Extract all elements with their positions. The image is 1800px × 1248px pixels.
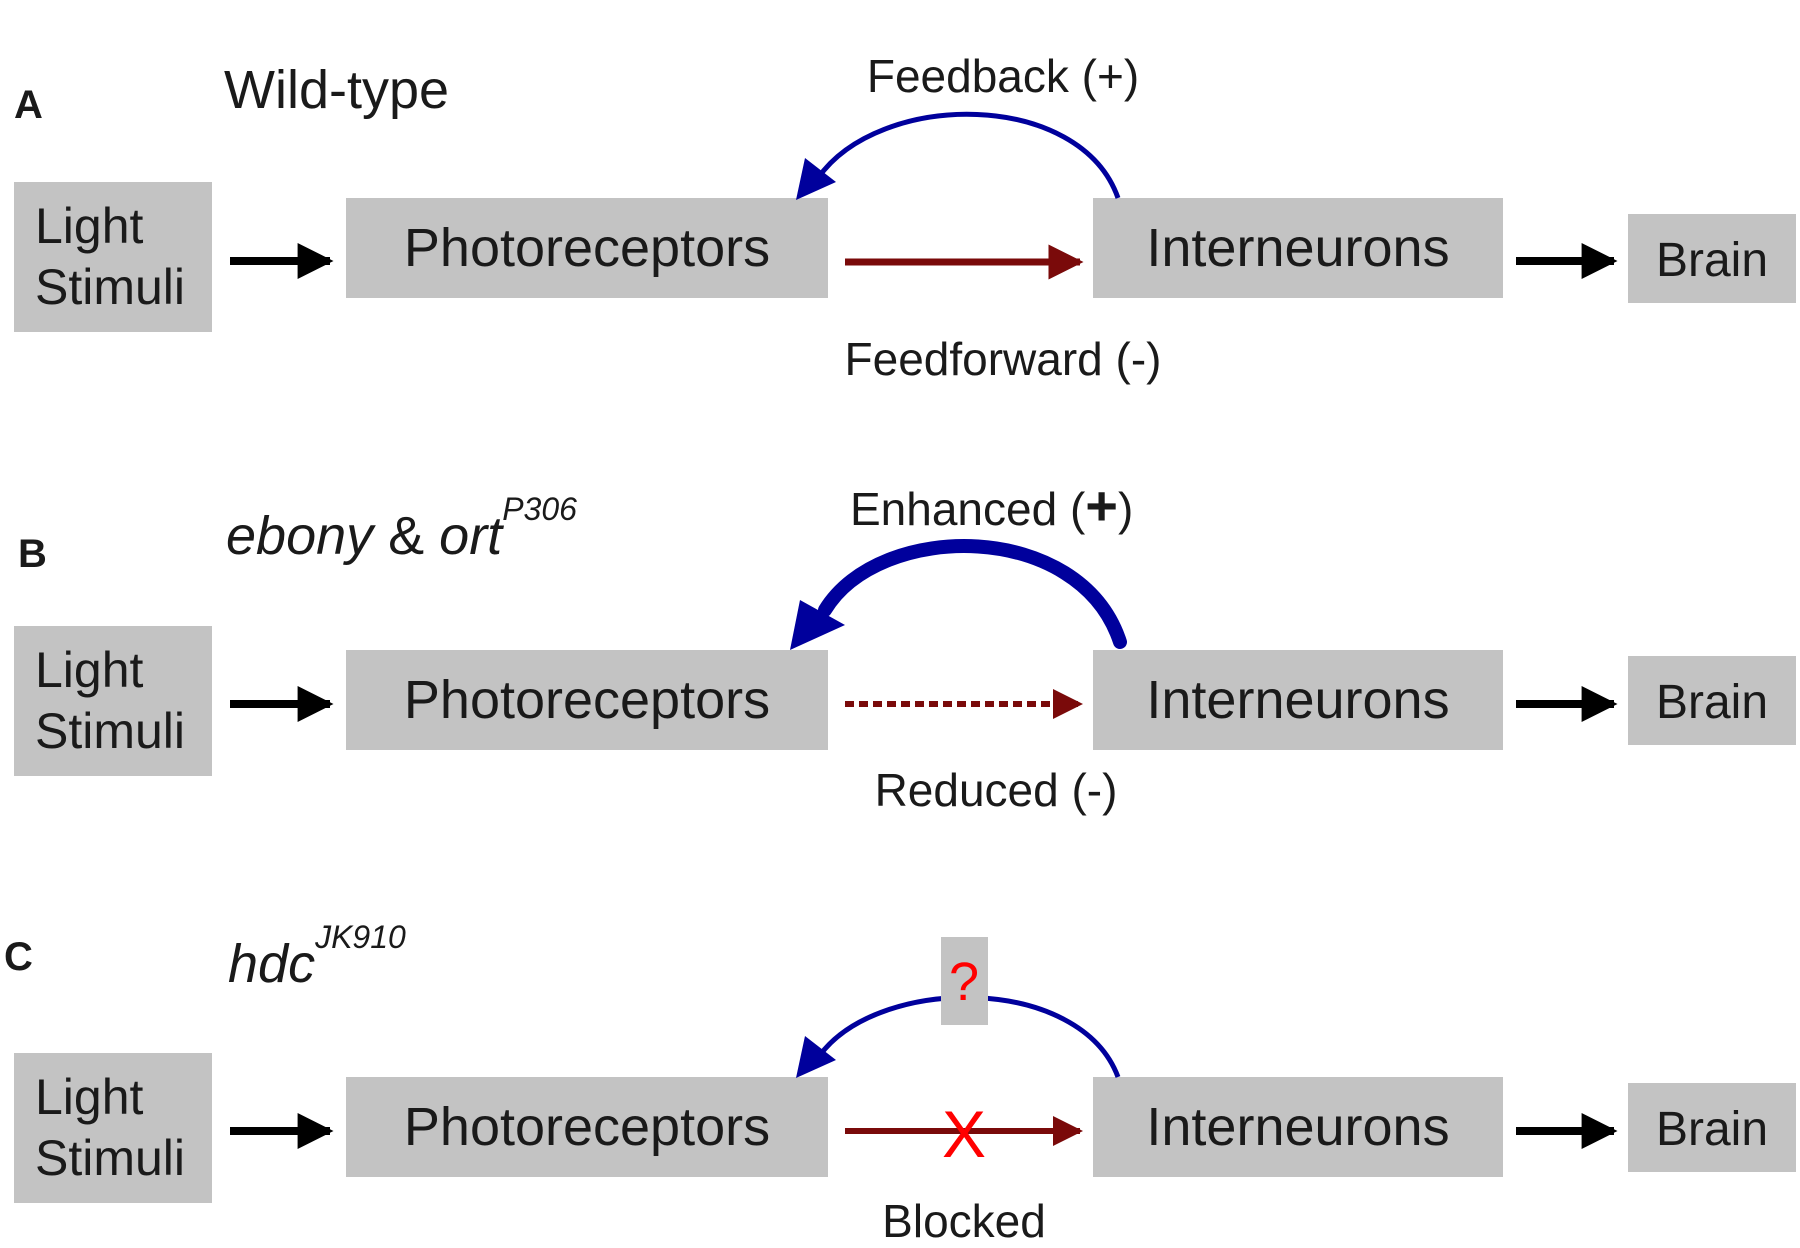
enhanced-feedback-arc — [818, 539, 1127, 649]
brain-label: Brain — [1656, 676, 1768, 729]
enhanced-label-close: ) — [1118, 483, 1133, 535]
question-mark: ? — [949, 952, 979, 1012]
enhanced-label-text: Enhanced ( — [850, 483, 1086, 535]
light-label-line1: Light — [35, 642, 144, 698]
enhanced-label: Enhanced (+) — [850, 474, 1133, 537]
feedback-arrowhead — [796, 158, 836, 200]
photoreceptors-label: Photoreceptors — [404, 670, 770, 730]
brain-box — [1628, 1083, 1796, 1172]
photoreceptors-box — [346, 650, 828, 750]
panel-b-title-sup: P306 — [502, 491, 577, 527]
light-stimuli-box — [14, 182, 212, 332]
feedback-arc — [815, 111, 1121, 199]
light-stimuli-box — [14, 1053, 212, 1203]
panel-letter-c: C — [4, 935, 33, 979]
panel-a: A Wild-type Light Stimuli Photoreceptors… — [14, 50, 1796, 385]
interneurons-label: Interneurons — [1146, 670, 1449, 730]
question-box — [941, 937, 988, 1025]
panel-c-title-hdc: hdc — [228, 934, 315, 994]
reduced-label: Reduced (-) — [875, 764, 1118, 816]
light-label-line1: Light — [35, 198, 144, 254]
light-label-line2: Stimuli — [35, 259, 185, 315]
panel-c-title: hdcJK910 — [228, 919, 406, 994]
photoreceptors-label: Photoreceptors — [404, 218, 770, 278]
interneurons-label: Interneurons — [1146, 218, 1449, 278]
photoreceptors-box — [346, 198, 828, 298]
feedforward-label: Feedforward (-) — [845, 333, 1162, 385]
panel-b-title-ebony: ebony — [226, 506, 376, 566]
panel-b-title-amp: & — [373, 506, 439, 566]
feedback-label: Feedback (+) — [867, 50, 1139, 102]
panel-b: B ebony & ortP306 Light Stimuli Photorec… — [14, 474, 1796, 816]
blocked-label: Blocked — [882, 1195, 1046, 1247]
light-label-line2: Stimuli — [35, 1130, 185, 1186]
panel-a-title: Wild-type — [224, 60, 449, 120]
brain-box — [1628, 214, 1796, 303]
uncertain-feedback-arrowhead — [796, 1036, 836, 1078]
photoreceptors-label: Photoreceptors — [404, 1097, 770, 1157]
enhanced-plus-sign: + — [1085, 474, 1118, 537]
enhanced-feedback-arrowhead — [790, 600, 845, 650]
brain-box — [1628, 656, 1796, 745]
panel-b-title-ort: ort — [439, 506, 504, 566]
interneurons-box — [1093, 650, 1503, 750]
panel-b-title: ebony & ortP306 — [226, 491, 577, 566]
photoreceptors-box — [346, 1077, 828, 1177]
panel-letter-a: A — [14, 83, 43, 127]
interneurons-box — [1093, 198, 1503, 298]
interneurons-label: Interneurons — [1146, 1097, 1449, 1157]
light-label-line1: Light — [35, 1069, 144, 1125]
light-label-line2: Stimuli — [35, 703, 185, 759]
blocked-x-mark: X — [942, 1097, 986, 1171]
panel-letter-b: B — [18, 532, 47, 576]
light-stimuli-box — [14, 626, 212, 776]
panel-c-title-sup: JK910 — [314, 919, 406, 955]
interneurons-box — [1093, 1077, 1503, 1177]
panel-c: C hdcJK910 Light Stimuli Photoreceptors … — [4, 919, 1796, 1247]
brain-label: Brain — [1656, 1103, 1768, 1156]
brain-label: Brain — [1656, 234, 1768, 287]
